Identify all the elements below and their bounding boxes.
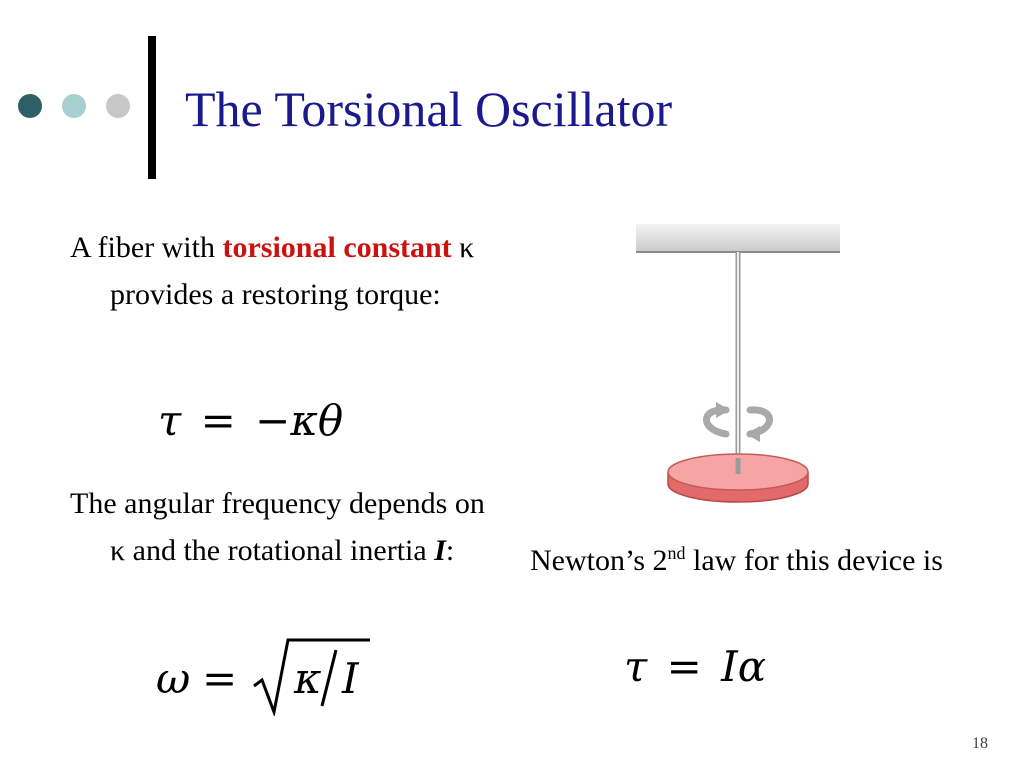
- dot-dark: [18, 94, 42, 118]
- p2-var: I: [434, 534, 446, 567]
- p2-text-after: :: [445, 534, 455, 567]
- equation-newtons-second-law: τ = Iα: [624, 642, 766, 691]
- rotation-arrows-icon: [703, 402, 773, 442]
- p1-text-after: provides a restoring torque:: [110, 278, 441, 311]
- paragraph-newtons-law: Newton’s 2nd law for this device is: [530, 530, 950, 584]
- p3-text-before: Newton’s 2: [530, 544, 668, 577]
- paragraph-angular-frequency: The angular frequency depends on κ and t…: [70, 480, 490, 574]
- page-number: 18: [972, 735, 988, 752]
- eq2-den: I: [342, 654, 359, 703]
- slide-title: The Torsional Oscillator: [185, 81, 673, 137]
- eq3-op: =: [666, 642, 702, 691]
- torsion-pendulum-svg: [636, 224, 840, 503]
- torsion-pendulum-diagram: [630, 220, 846, 510]
- p1-emphasis: torsional constant: [222, 231, 452, 264]
- eq3-lhs: τ: [624, 642, 648, 691]
- disk: [667, 453, 809, 503]
- p3-text-after: law for this device is: [685, 544, 943, 577]
- p2-text-before: The angular frequency depends on: [70, 487, 485, 520]
- p1-symbol: κ: [459, 231, 475, 264]
- eq3-rhs: Iα: [721, 642, 767, 691]
- eq1-op: =: [200, 396, 236, 445]
- eq2-num: κ: [294, 654, 322, 703]
- equation-torque: τ = −κθ: [158, 396, 343, 445]
- p3-sup: nd: [667, 543, 686, 563]
- title-divider-bar: [148, 36, 156, 179]
- paragraph-torsional-constant: A fiber with torsional constant κ provid…: [70, 224, 490, 318]
- eq2-op: =: [202, 654, 238, 703]
- eq1-rhs: −κθ: [255, 396, 344, 445]
- ceiling-mount: [636, 224, 840, 253]
- dot-light-teal: [62, 94, 86, 118]
- sqrt-radical-icon: [253, 638, 370, 716]
- p2-symbol: κ: [110, 534, 126, 567]
- dot-gray: [106, 94, 130, 118]
- eq1-lhs: τ: [158, 396, 182, 445]
- p2-text-mid: and the rotational inertia: [125, 534, 435, 567]
- p1-text-before: A fiber with: [70, 231, 223, 264]
- eq2-lhs: ω: [156, 654, 191, 703]
